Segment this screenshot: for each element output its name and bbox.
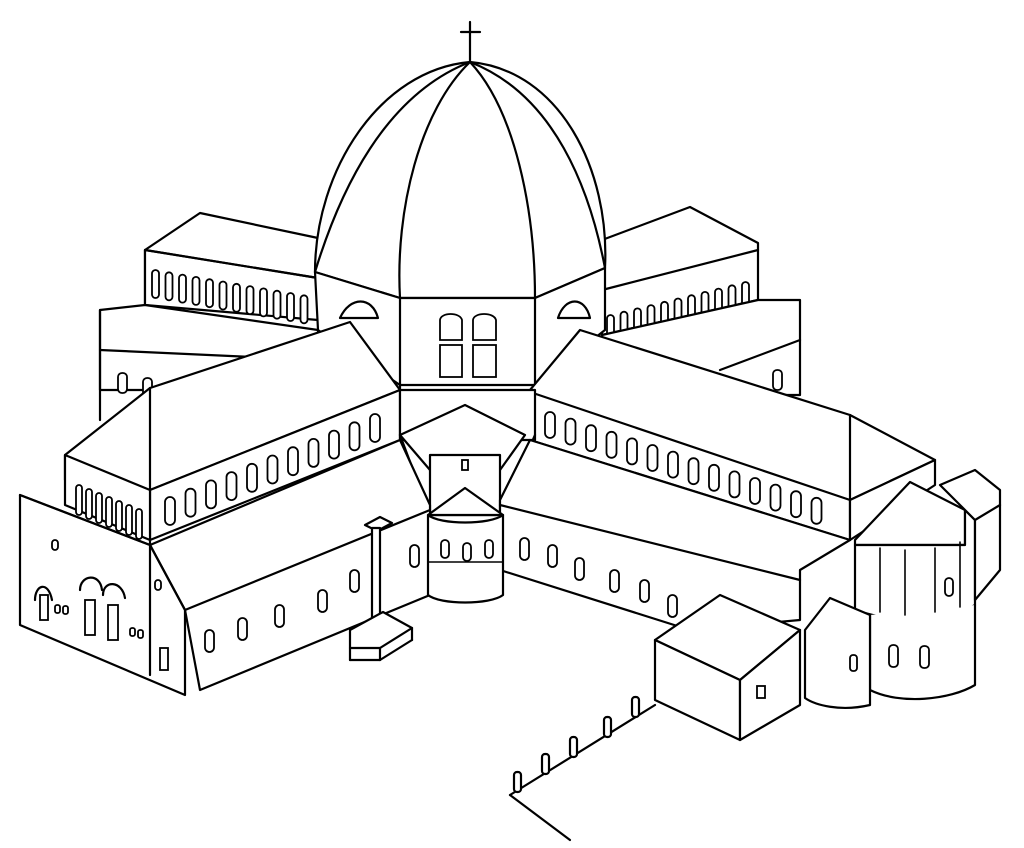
left-nave-windows	[164, 413, 381, 526]
arched-window	[115, 500, 123, 532]
arched-window	[626, 437, 638, 466]
arched-window	[272, 289, 282, 320]
arched-window	[184, 487, 197, 518]
arched-window	[605, 430, 618, 459]
arched-window	[299, 294, 309, 325]
arched-window	[75, 484, 83, 516]
arched-window	[667, 450, 679, 479]
central-apse	[426, 486, 505, 604]
arched-window	[287, 446, 299, 477]
arched-window	[369, 413, 381, 443]
arched-window	[708, 463, 720, 492]
arched-window	[135, 508, 143, 540]
fence-post	[630, 695, 641, 719]
fence-post	[540, 752, 551, 776]
left-transept-windows	[151, 269, 309, 325]
arched-window	[609, 569, 620, 593]
arched-window	[259, 287, 268, 318]
dome-drum	[313, 266, 607, 397]
arched-window	[151, 269, 160, 299]
left-aisle-windows	[204, 544, 420, 653]
arched-window	[547, 544, 558, 568]
arched-window	[246, 462, 258, 493]
right-aisle	[498, 438, 852, 632]
arched-window	[564, 417, 577, 446]
arched-window	[225, 471, 238, 502]
fence-post	[512, 770, 523, 794]
arched-window	[95, 492, 103, 524]
arched-window	[749, 477, 761, 505]
arched-window	[574, 557, 585, 581]
arched-window	[164, 496, 176, 526]
arched-window	[237, 617, 248, 641]
arched-window	[317, 589, 328, 613]
arched-window	[790, 490, 802, 519]
arched-window	[348, 421, 361, 452]
arched-window	[274, 604, 285, 628]
right-nave	[528, 328, 937, 542]
arched-window	[349, 569, 360, 593]
arched-window	[646, 444, 659, 472]
arched-window	[409, 544, 420, 568]
arched-window	[328, 429, 340, 460]
sacristy-building	[653, 593, 872, 742]
arched-window	[164, 271, 174, 302]
west-facade	[18, 493, 187, 697]
arched-window	[105, 496, 113, 528]
fence-post	[602, 715, 613, 739]
arched-window	[687, 457, 700, 486]
arched-window	[205, 479, 217, 510]
column-monument	[348, 515, 414, 662]
arched-window	[191, 275, 201, 306]
arched-window	[307, 437, 320, 468]
arched-window	[667, 594, 678, 618]
arched-window	[519, 537, 530, 561]
right-aisle-windows	[519, 537, 678, 618]
arched-window	[232, 282, 241, 313]
arched-window	[544, 411, 556, 439]
arched-window	[178, 273, 187, 304]
fence-post	[568, 735, 579, 759]
arched-window	[245, 285, 255, 316]
dome	[313, 20, 607, 300]
arched-window	[639, 579, 650, 603]
arched-window	[769, 483, 782, 512]
arched-window	[218, 280, 228, 311]
west-gallery-columns	[75, 484, 143, 540]
arched-window	[286, 292, 295, 322]
arched-window	[266, 454, 279, 485]
right-nave-windows	[544, 411, 823, 525]
arched-window	[728, 470, 741, 499]
arched-window	[205, 278, 214, 309]
arched-window	[810, 496, 823, 525]
fence	[508, 695, 657, 842]
east-apse	[853, 468, 1002, 701]
arched-window	[85, 488, 93, 520]
arched-window	[204, 629, 215, 653]
arched-window	[585, 424, 597, 453]
arched-window	[125, 504, 133, 536]
